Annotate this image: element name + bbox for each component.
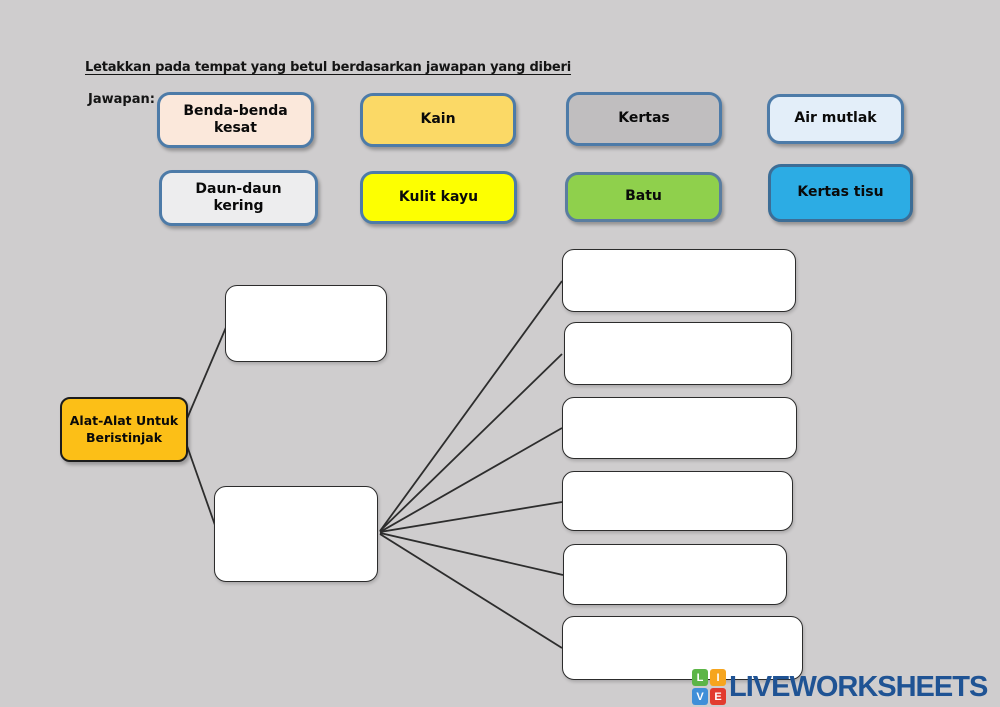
liveworksheets-brand-text: LIVEWORKSHEETS [729, 670, 988, 703]
answer-chip-benda-benda-kesat[interactable]: Benda-benda kesat [157, 92, 314, 148]
answer-chip-air-mutlak[interactable]: Air mutlak [767, 94, 904, 144]
logo-tile-e: E [710, 688, 726, 705]
answer-chip-kertas-tisu[interactable]: Kertas tisu [768, 164, 913, 222]
logo-tile-l: L [692, 669, 708, 686]
drop-slot-branch-top[interactable] [225, 285, 387, 362]
drop-slot-leaf-2[interactable] [564, 322, 792, 385]
logo-tile-i: I [710, 669, 726, 686]
liveworksheets-footer: L I V E LIVEWORKSHEETS [692, 667, 988, 707]
drop-slot-leaf-4[interactable] [562, 471, 793, 531]
drop-slot-leaf-1[interactable] [562, 249, 796, 312]
answer-chip-batu[interactable]: Batu [565, 172, 722, 222]
drop-slot-leaf-6[interactable] [562, 616, 803, 680]
liveworksheets-logo-icon: L I V E [692, 669, 726, 705]
answer-chip-daun-daun-kering[interactable]: Daun-daun kering [159, 170, 318, 226]
drop-slot-leaf-3[interactable] [562, 397, 797, 459]
answer-chip-kertas[interactable]: Kertas [566, 92, 722, 146]
drop-slot-branch-bottom[interactable] [214, 486, 378, 582]
root-node: Alat-Alat Untuk Beristinjak [60, 397, 188, 462]
drop-slot-leaf-5[interactable] [563, 544, 787, 605]
jawapan-label: Jawapan: [88, 92, 155, 107]
answer-chip-kulit-kayu[interactable]: Kulit kayu [360, 171, 517, 224]
worksheet-title: Letakkan pada tempat yang betul berdasar… [85, 60, 572, 75]
answer-chip-kain[interactable]: Kain [360, 93, 516, 147]
logo-tile-v: V [692, 688, 708, 705]
